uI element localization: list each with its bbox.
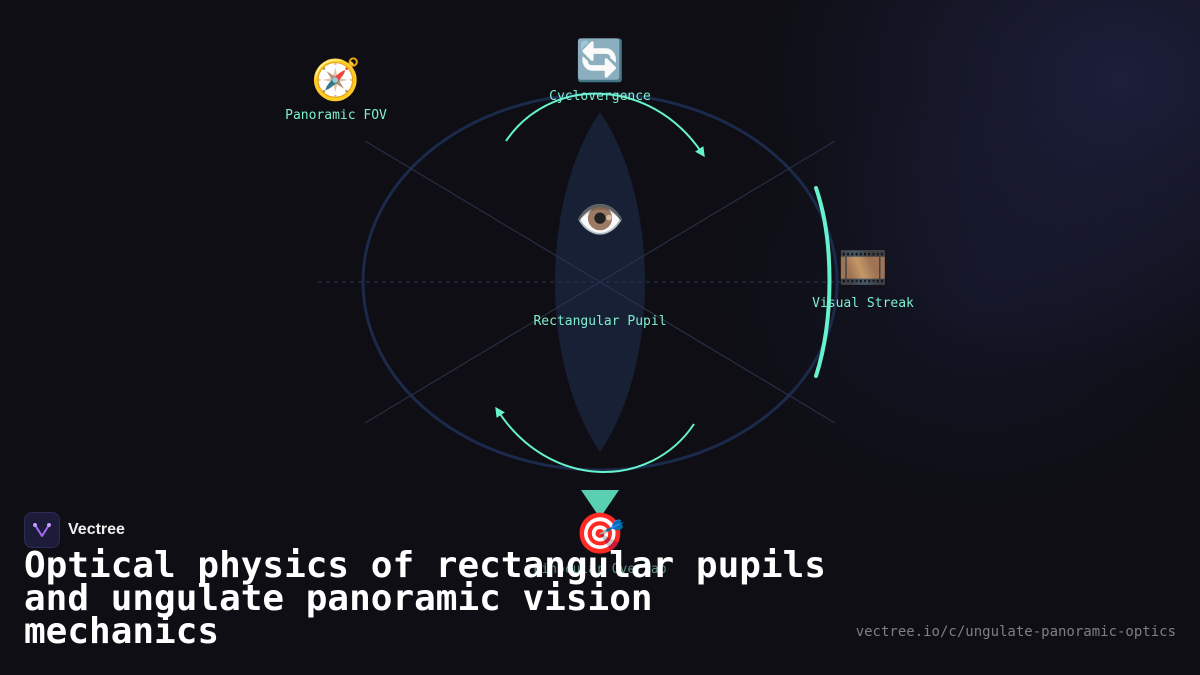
cyclovergence-arc-bottom	[495, 406, 695, 473]
rotation-arrows-icon: 🔄	[575, 38, 625, 84]
overlap-funnel-triangle	[581, 490, 619, 518]
vectree-logo-icon	[24, 512, 60, 548]
film-strip-icon: 🎞️	[838, 245, 888, 291]
node-panoramic-fov: 🧭 Panoramic FOV	[285, 56, 387, 123]
diagonal-line-2	[364, 140, 836, 424]
center-node: 👁️ Rectangular Pupil	[533, 196, 666, 329]
node-binocular-overlap: 🎯 Binocular Overlap	[533, 510, 666, 577]
eye-icon: 👁️	[575, 197, 625, 243]
node-label: Panoramic FOV	[285, 108, 387, 123]
page-title: Optical physics of rectangular pupils an…	[24, 545, 826, 652]
cyclovergence-arc-top	[505, 92, 705, 158]
brand-name: Vectree	[68, 521, 125, 538]
center-label: Rectangular Pupil	[533, 314, 667, 329]
source-url[interactable]: vectree.io/c/ungulate-panoramic-optics	[855, 624, 1176, 640]
visual-streak-arc	[814, 186, 832, 378]
node-label: Cyclovergence	[549, 89, 651, 104]
node-label: Binocular Overlap	[533, 562, 667, 577]
node-label: Visual Streak	[812, 296, 914, 311]
node-visual-streak: 🎞️ Visual Streak	[812, 244, 914, 311]
node-cyclovergence: 🔄 Cyclovergence	[549, 37, 651, 104]
brand: Vectree	[24, 512, 125, 548]
compass-icon: 🧭	[311, 57, 361, 103]
target-icon: 🎯	[575, 511, 625, 557]
